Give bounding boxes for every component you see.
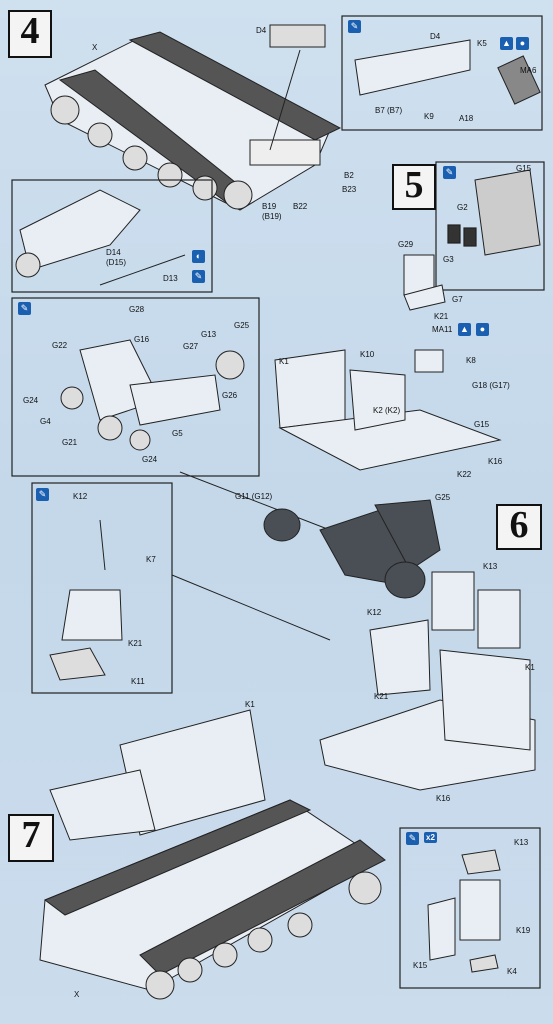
part-label: K21 (128, 639, 143, 648)
part-label: B23 (342, 185, 357, 194)
option-icon: ◐ (192, 250, 205, 263)
part-label: K15 (413, 961, 428, 970)
part-label: K10 (360, 350, 375, 359)
part-label: MA6 (520, 66, 537, 75)
floor-step6-drawing (319, 571, 536, 791)
part-label: B19 (262, 202, 277, 211)
part-label: K12 (73, 492, 88, 501)
part-label: K1 (525, 663, 535, 672)
hull-step4-drawing (44, 24, 342, 211)
part-label: G2 (457, 203, 468, 212)
paint-drop-icon: ● (476, 323, 489, 336)
part-label: G29 (398, 240, 414, 249)
part-label: B7 (B7) (375, 106, 403, 115)
part-label: K16 (488, 457, 503, 466)
part-label: G26 (222, 391, 238, 400)
part-label: (B19) (262, 212, 282, 221)
part-label: G16 (134, 335, 150, 344)
inset-box-transmission (11, 297, 331, 531)
part-label: K2 (K2) (373, 406, 401, 415)
part-label: K8 (466, 356, 476, 365)
part-label: K4 (507, 967, 517, 976)
part-label: K7 (146, 555, 156, 564)
part-label: G11 (G12) (235, 492, 273, 501)
part-label: K19 (516, 926, 531, 935)
quantity-badge: x2 (424, 832, 437, 843)
part-label: K13 (483, 562, 498, 571)
part-label: K22 (457, 470, 472, 479)
glue-icon: ✎ (443, 166, 456, 179)
part-label: G7 (452, 295, 463, 304)
step-number-6: 6 (496, 504, 542, 550)
part-label: D4 (430, 32, 441, 41)
part-label: K21 (374, 692, 389, 701)
glue-icon: ✎ (406, 832, 419, 845)
part-label: G24 (142, 455, 158, 464)
part-label: G22 (52, 341, 68, 350)
part-label: K1 (279, 357, 289, 366)
transmission-assembly (263, 499, 441, 599)
part-label: D14 (106, 248, 121, 257)
part-label: G25 (234, 321, 250, 330)
part-label: G25 (435, 493, 451, 502)
glue-icon: ✎ (348, 20, 361, 33)
part-label: D4 (256, 26, 267, 35)
glue-icon: ✎ (36, 488, 49, 501)
part-label: D13 (163, 274, 178, 283)
part-label: G13 (201, 330, 217, 339)
part-label: A18 (459, 114, 474, 123)
glue-icon: ✎ (18, 302, 31, 315)
floor-step5-drawing (274, 254, 502, 471)
part-label: X (92, 43, 98, 52)
inset-box-k21 (31, 482, 331, 694)
part-label: K21 (434, 312, 449, 321)
part-label: G18 (G17) (472, 381, 510, 390)
step-number-5: 5 (392, 164, 436, 210)
part-label: MA11 (432, 325, 453, 334)
part-label: K11 (131, 677, 145, 686)
step-number-4: 4 (8, 10, 52, 58)
part-label: G21 (62, 438, 78, 447)
part-label: G5 (172, 429, 183, 438)
inset-box-g15 (435, 161, 545, 291)
inset-box-k19 (399, 827, 541, 989)
part-label: B22 (293, 202, 308, 211)
inset-box-d13 (11, 179, 213, 293)
part-label: G4 (40, 417, 51, 426)
part-label: G28 (129, 305, 145, 314)
option-icon: ▲ (458, 323, 471, 336)
part-label: K5 (477, 39, 487, 48)
part-label: G24 (23, 396, 39, 405)
part-label: K9 (424, 112, 434, 121)
part-label: G3 (443, 255, 454, 264)
option-icon: ▲ (500, 37, 513, 50)
part-label: K1 (245, 700, 255, 709)
part-label: X (74, 990, 80, 999)
hull-step7-drawing (39, 709, 386, 1000)
paint-drop-icon: ● (516, 37, 529, 50)
inset-box-d4 (341, 15, 543, 131)
part-label: (D15) (106, 258, 127, 267)
part-label: G15 (516, 164, 532, 173)
part-label: K13 (514, 838, 529, 847)
part-label: G15 (474, 420, 490, 429)
part-label: K12 (367, 608, 382, 617)
part-label: K16 (436, 794, 451, 803)
part-label: B2 (344, 171, 354, 180)
glue-icon: ✎ (192, 270, 205, 283)
step-number-7: 7 (8, 814, 54, 862)
part-label: G27 (183, 342, 199, 351)
